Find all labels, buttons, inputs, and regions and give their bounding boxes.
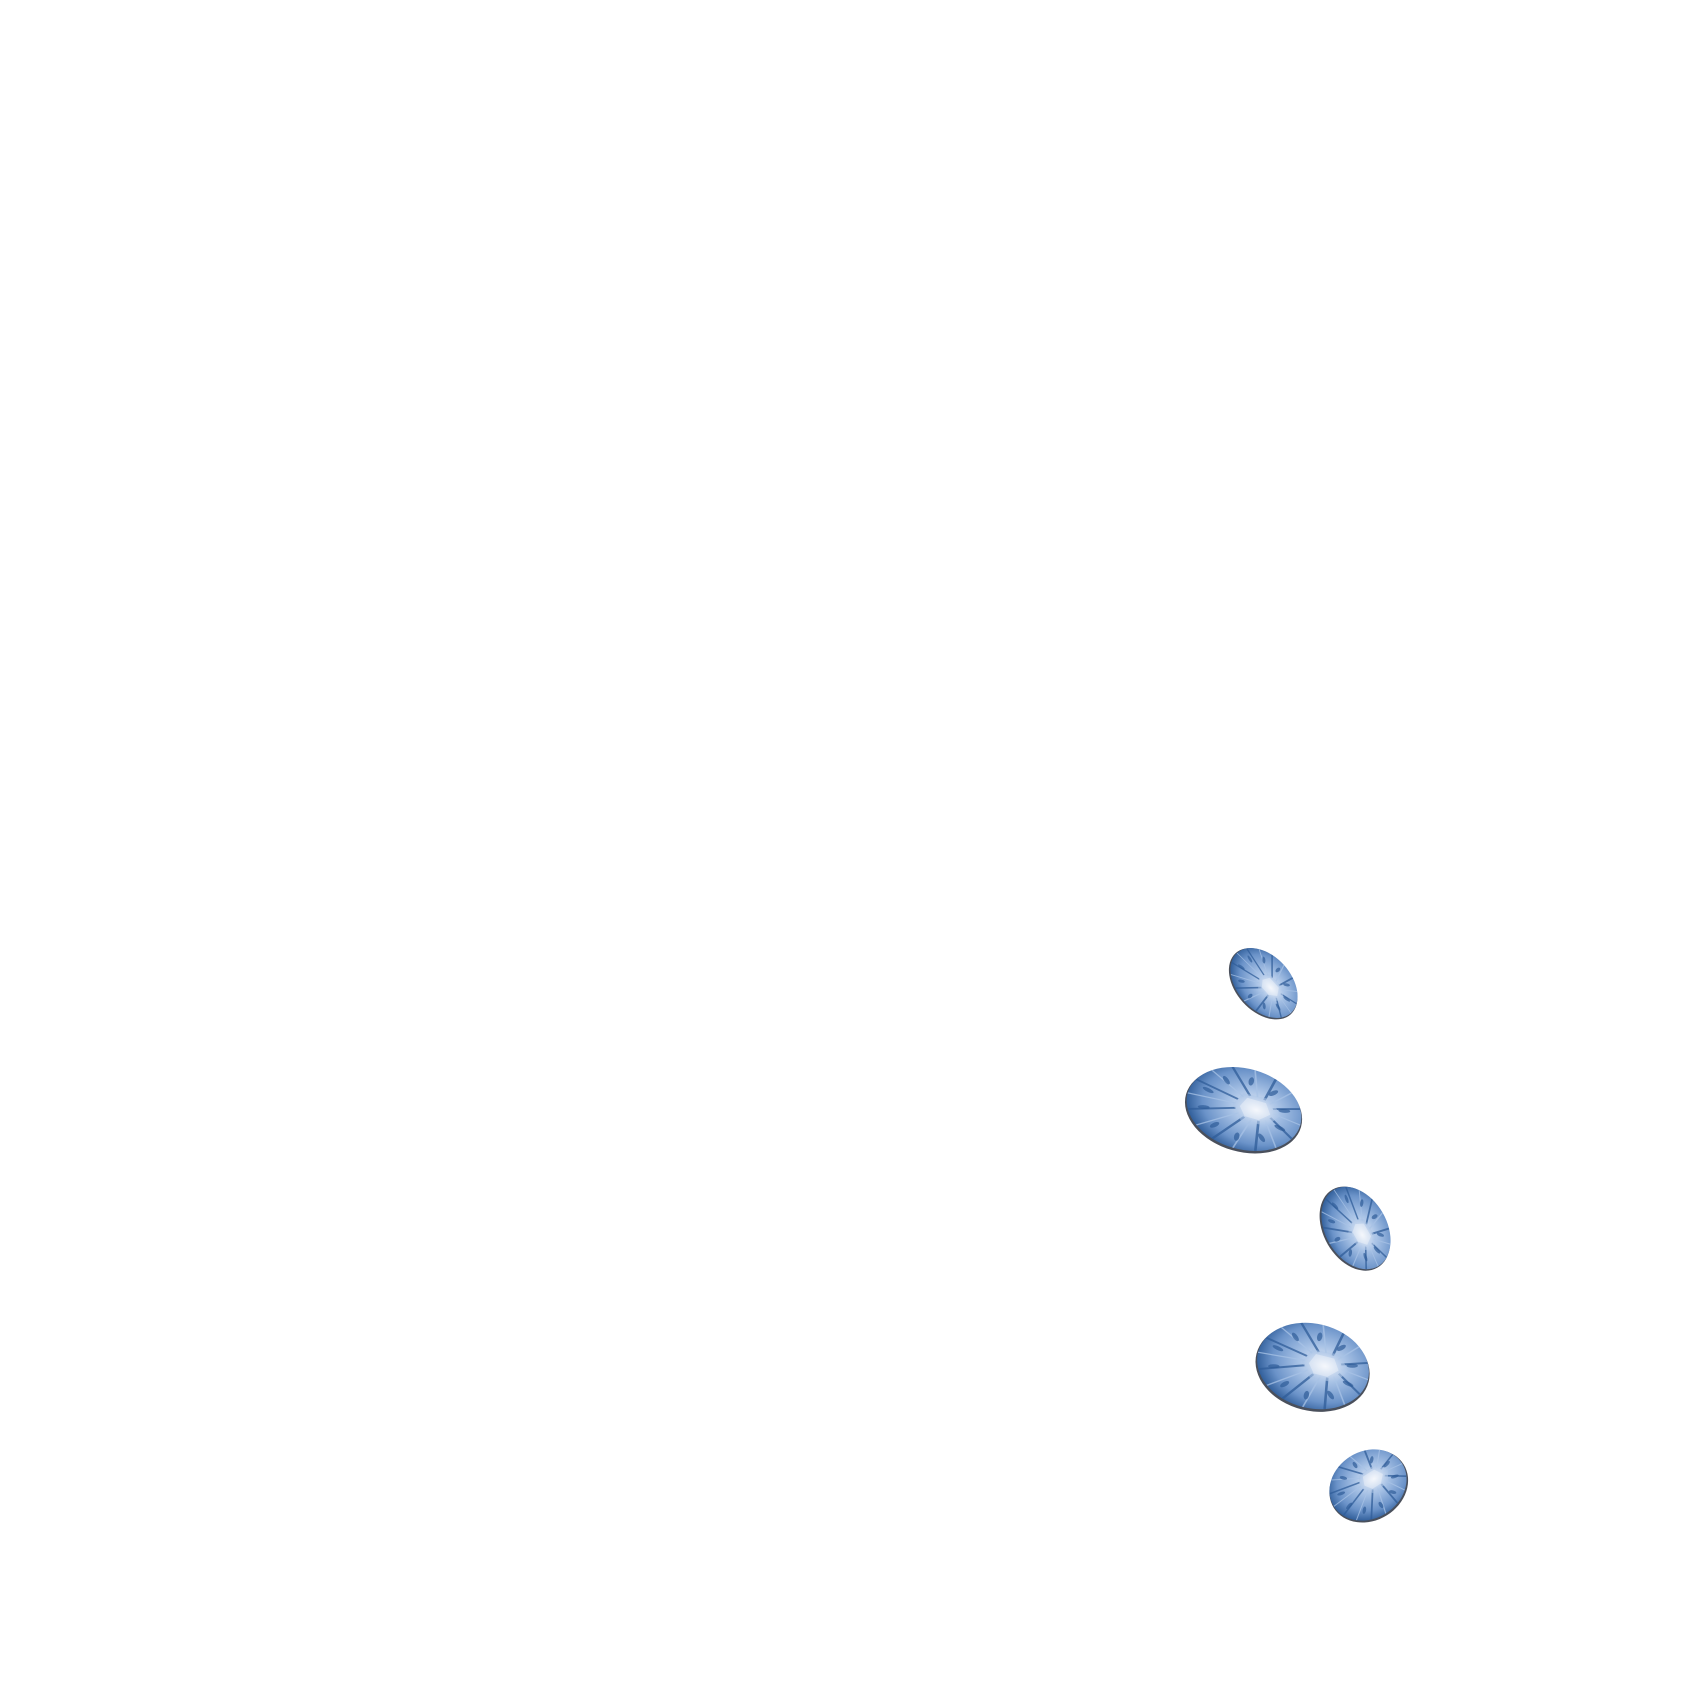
gemstone-5	[1314, 1433, 1422, 1537]
gemstone-1	[1215, 933, 1313, 1033]
gemstone-2	[1174, 1052, 1314, 1166]
gemstone-4	[1245, 1309, 1381, 1423]
gemstone-3	[1305, 1172, 1406, 1284]
